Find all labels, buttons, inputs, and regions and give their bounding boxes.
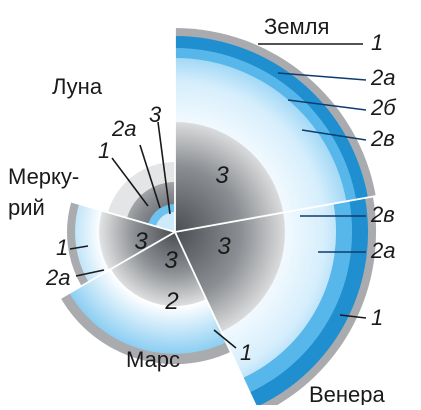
mercury-layer-2a: 2а <box>45 265 70 290</box>
mercury-layer-1: 1 <box>56 235 68 260</box>
moon-layer-3: 3 <box>149 102 162 127</box>
leader-lines <box>69 43 367 349</box>
earth-name: Земля <box>264 14 329 39</box>
earth-layer-2a: 2а <box>370 65 395 90</box>
mercury-name-line2: рий <box>8 195 45 220</box>
mercury-core-label: 3 <box>134 228 148 255</box>
venus-layer-2a: 2а <box>370 238 395 263</box>
venus-layer-1: 1 <box>371 305 383 330</box>
earth-layer-1: 1 <box>371 30 383 55</box>
mercury-sector <box>67 202 175 286</box>
moon-name: Луна <box>52 74 103 99</box>
venus-layer-2v: 2в <box>370 202 395 227</box>
earth-sector <box>175 28 376 232</box>
mars-core <box>110 232 207 307</box>
mercury-name-line1: Мерку- <box>8 164 79 189</box>
earth-core <box>175 122 284 232</box>
venus-core-label: 3 <box>217 233 231 260</box>
venus-name: Венера <box>309 382 386 405</box>
earth-layer-2b: 2б <box>370 95 397 120</box>
mars-layer-1: 1 <box>240 340 252 365</box>
mercury-core <box>99 211 175 270</box>
moon-layer-1: 1 <box>98 138 110 163</box>
sector-separators <box>58 26 377 410</box>
mars-core-label: 3 <box>164 247 178 274</box>
mars-mantle-label: 2 <box>164 288 178 315</box>
venus-core <box>175 212 285 332</box>
moon-layer-2a: 2а <box>111 116 136 141</box>
venus-sector <box>175 197 377 410</box>
mars-sector <box>60 232 231 365</box>
earth-layer-2v: 2в <box>370 126 395 151</box>
earth-core-label: 3 <box>215 162 229 189</box>
mars-name: Марс <box>126 347 180 372</box>
